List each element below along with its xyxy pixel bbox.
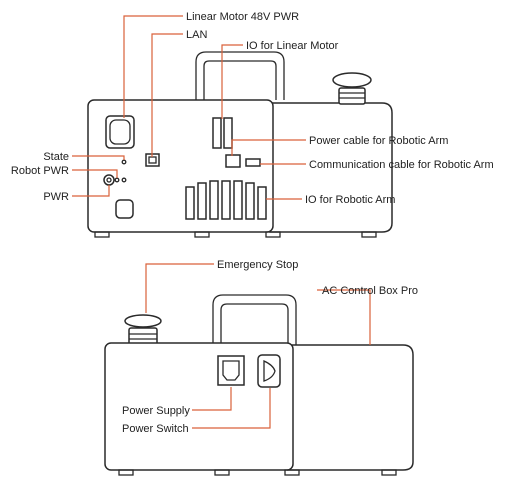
io-robotic-arm-ports [185, 180, 267, 220]
label-io-linear-motor: IO for Linear Motor [246, 40, 339, 52]
label-power-switch: Power Switch [122, 423, 189, 435]
top-device [87, 51, 393, 238]
state-led [121, 159, 127, 165]
label-io-robotic-arm: IO for Robotic Arm [305, 194, 395, 206]
robot-pwr-led-2 [121, 177, 127, 183]
foot [94, 231, 110, 238]
foot [265, 231, 281, 238]
robot-pwr-led [114, 177, 120, 183]
label-lan: LAN [186, 29, 207, 41]
foot [361, 231, 377, 238]
power-supply-socket [217, 355, 245, 386]
label-communication-cable: Communication cable for Robotic Arm [309, 159, 494, 171]
arm-power-port [225, 154, 241, 168]
lan-port [145, 153, 160, 167]
io-linear-motor-port [212, 117, 233, 149]
label-power-cable-robotic-arm: Power cable for Robotic Arm [309, 135, 448, 147]
label-robot-pwr: Robot PWR [11, 165, 69, 177]
top-emergency-stop-knob [332, 72, 372, 105]
label-pwr: PWR [43, 191, 69, 203]
bottom-leaders [145, 263, 371, 429]
foot [381, 469, 397, 476]
label-emergency-stop: Emergency Stop [217, 259, 298, 271]
label-linear-motor-pwr: Linear Motor 48V PWR [186, 11, 299, 23]
communication-port [245, 158, 261, 167]
label-ac-control-box-pro: AC Control Box Pro [322, 285, 418, 297]
power-switch [257, 354, 281, 388]
top-leaders [72, 15, 306, 200]
label-power-supply: Power Supply [122, 405, 190, 417]
front-knob [115, 199, 134, 219]
foot [214, 469, 230, 476]
foot [118, 469, 134, 476]
foot [284, 469, 300, 476]
linear-motor-pwr-connector [105, 115, 135, 149]
foot [194, 231, 210, 238]
emergency-stop-button [124, 314, 162, 346]
pwr-button [103, 174, 115, 186]
label-state: State [43, 151, 69, 163]
bottom-device [104, 294, 414, 476]
